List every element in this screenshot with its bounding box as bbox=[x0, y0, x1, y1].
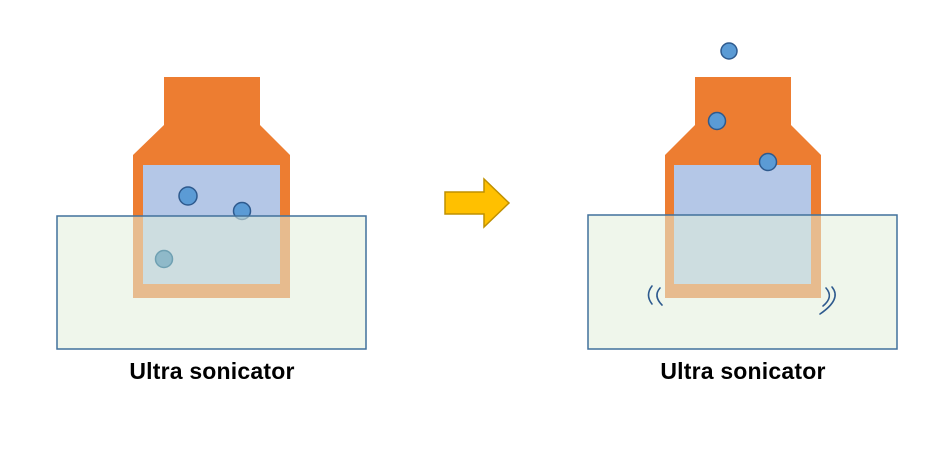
bubble-submerged bbox=[154, 249, 174, 269]
caption-before: Ultra sonicator bbox=[129, 358, 295, 384]
bubble bbox=[758, 152, 778, 172]
bubble bbox=[707, 111, 727, 131]
right-arrow-icon bbox=[444, 177, 511, 229]
ultrasonic-bath bbox=[587, 214, 898, 350]
panel-before bbox=[56, 77, 367, 350]
bubble bbox=[178, 186, 198, 206]
vibration-right-icon bbox=[819, 286, 836, 315]
caption-after: Ultra sonicator bbox=[660, 358, 826, 384]
vibration-left-icon bbox=[647, 285, 663, 306]
panel-after bbox=[587, 42, 898, 350]
bubble bbox=[720, 42, 738, 60]
ultrasonic-bath bbox=[56, 215, 367, 350]
